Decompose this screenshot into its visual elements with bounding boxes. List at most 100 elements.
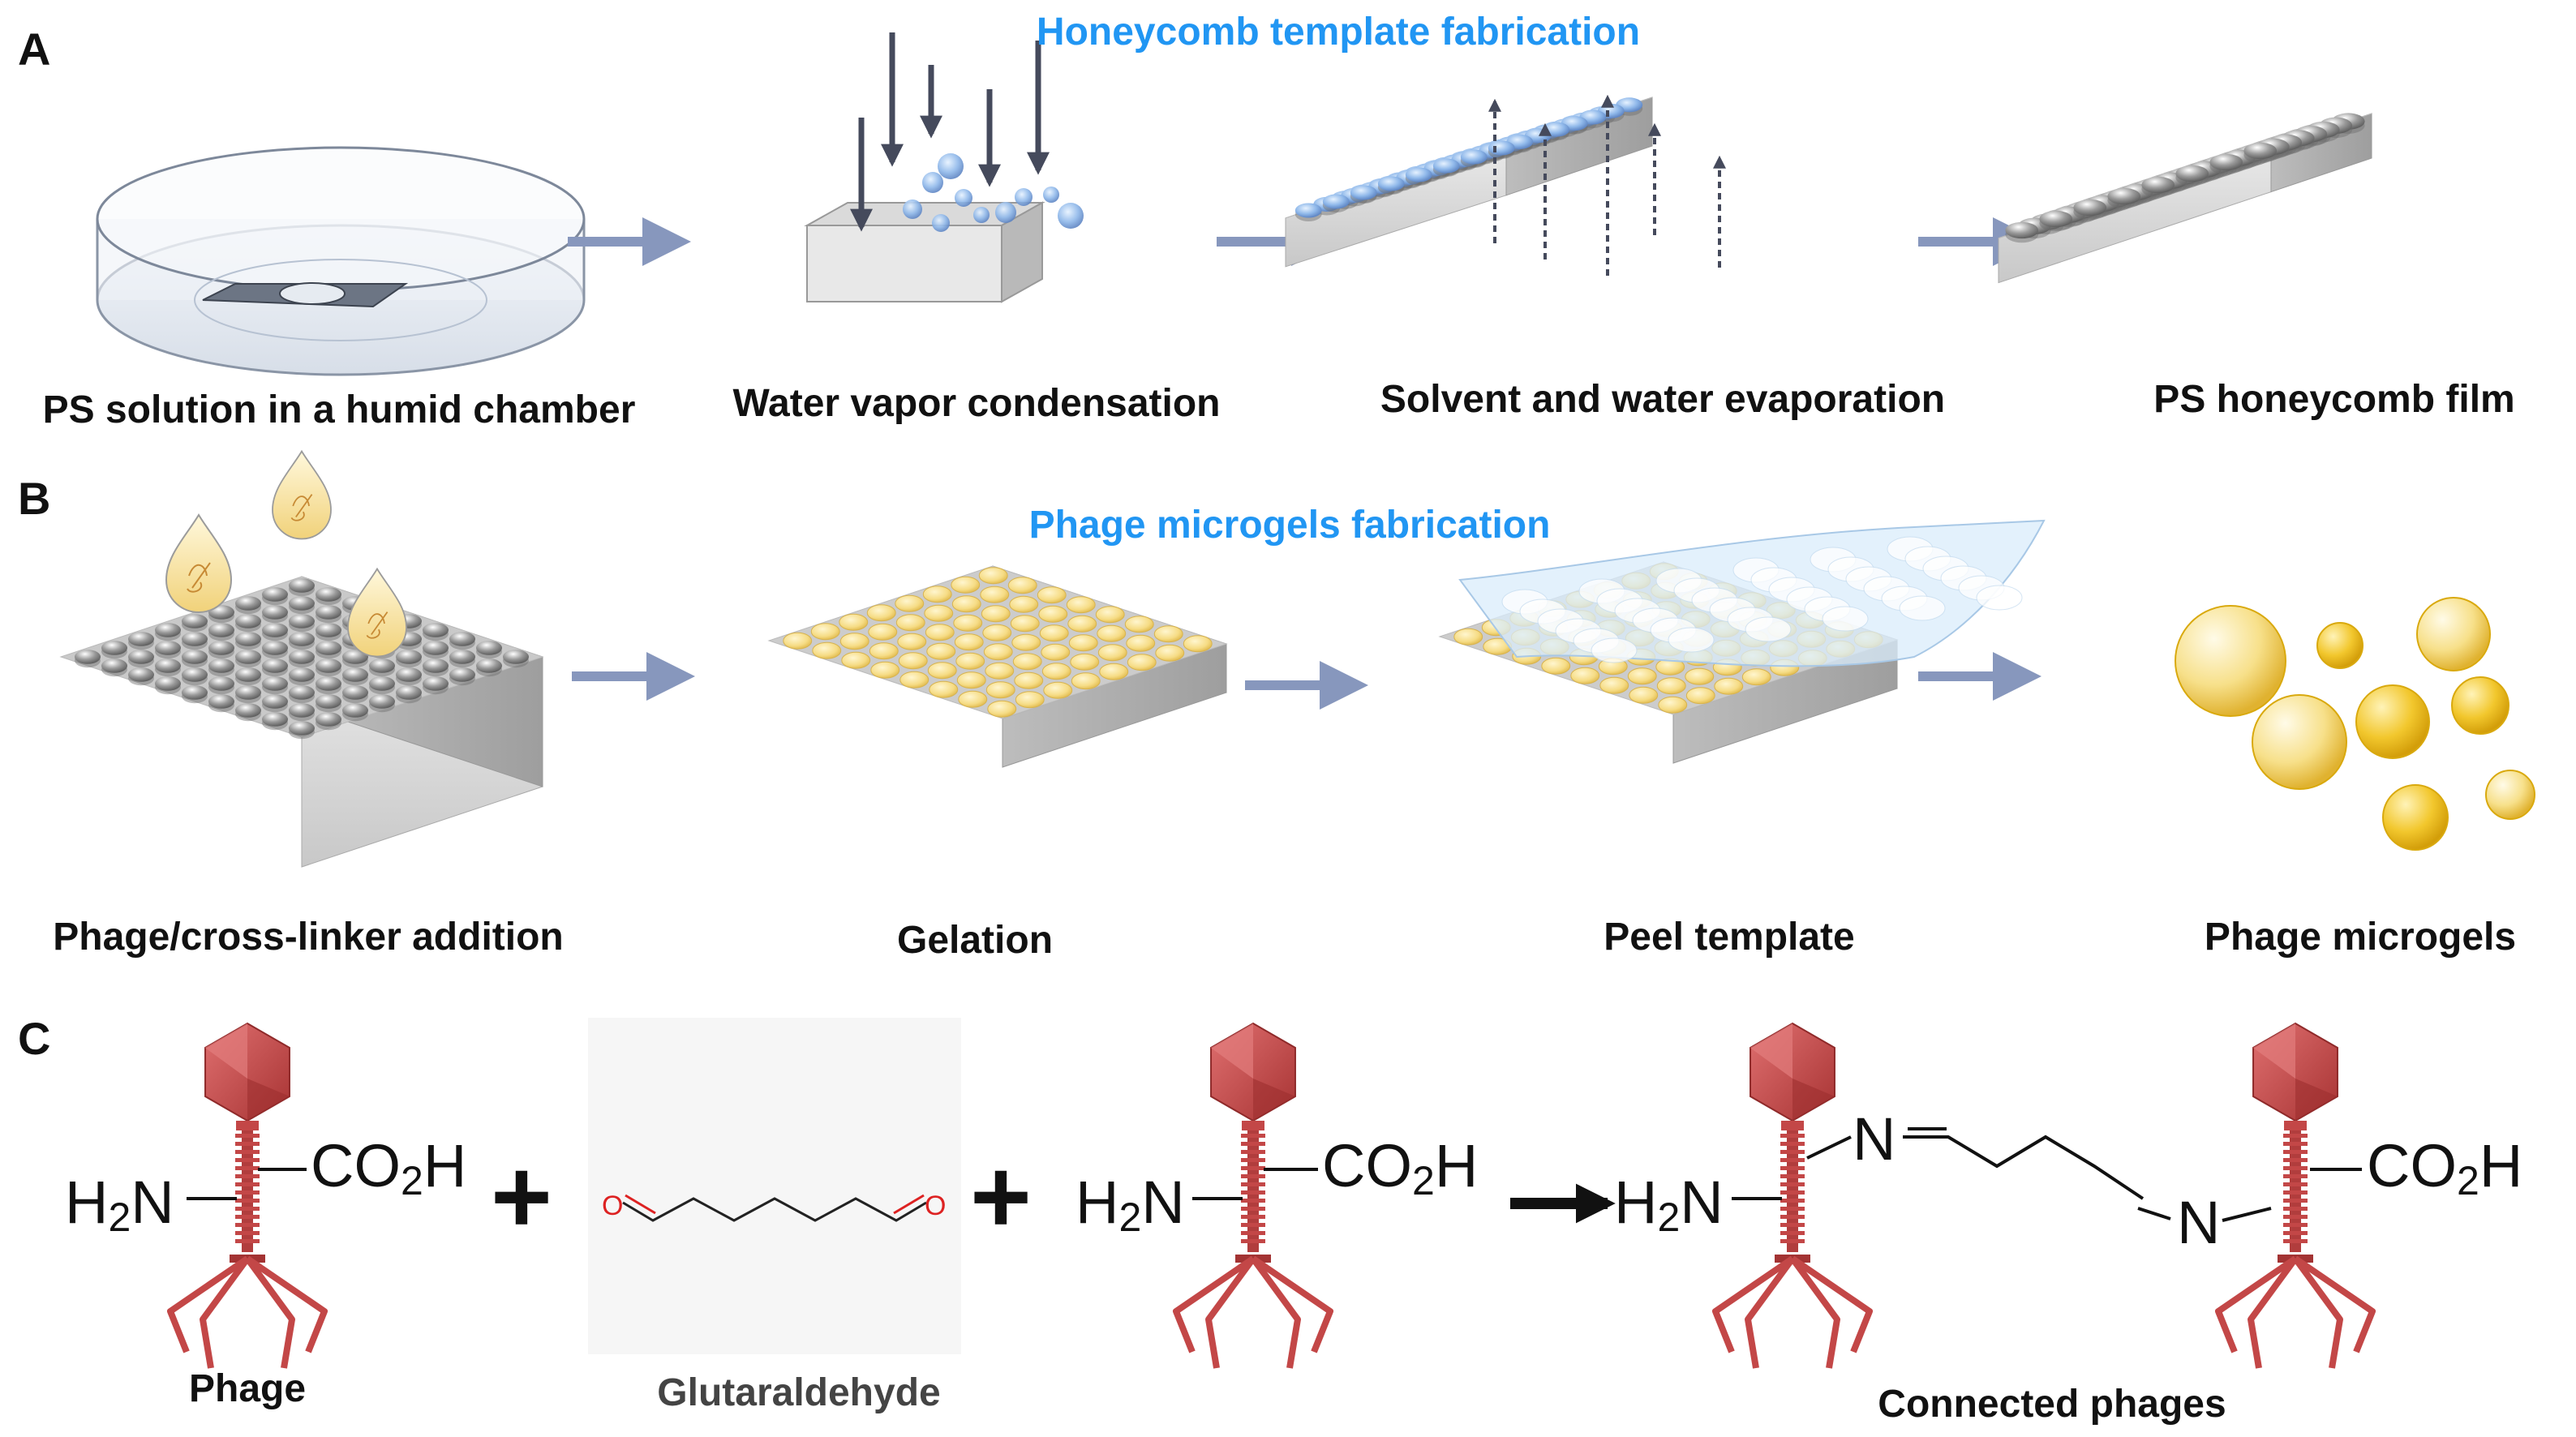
gelation-slab-cell xyxy=(1007,577,1037,594)
phage-3-tail-fiber xyxy=(1789,1256,1840,1369)
phage-4-tail-ring xyxy=(2283,1215,2308,1219)
gelation-slab-cell xyxy=(951,595,981,613)
evaporation-slab-cell xyxy=(1322,194,1350,209)
honeycomb-substrate-cell xyxy=(208,658,235,673)
phage-2-capsid-facet xyxy=(1210,1023,1253,1079)
gelation-slab-cell xyxy=(868,623,898,641)
gelation-slab-cell xyxy=(956,671,986,689)
phage-3-collar xyxy=(1781,1121,1804,1130)
ps-honeycomb-film-cell xyxy=(2209,153,2243,171)
phage-4-tail-ring xyxy=(2283,1190,2308,1195)
gelation-slab-top-face xyxy=(767,565,1228,719)
honeycomb-substrate-cell xyxy=(234,614,262,628)
water-droplet xyxy=(932,214,950,232)
gelation-slab-cell xyxy=(925,624,955,641)
peel-template-slab-cell xyxy=(1656,677,1686,695)
ps-honeycomb-film-cell xyxy=(2039,210,2073,228)
carbonyl-bond xyxy=(893,1194,925,1215)
gelation-slab-cell xyxy=(839,633,869,650)
phage-2-tail-fiber xyxy=(1250,1256,1301,1369)
honeycomb-substrate-cell xyxy=(315,658,342,673)
droplet-body xyxy=(272,449,332,540)
honeycomb-substrate-cell xyxy=(261,658,289,673)
evaporation-slab-cell xyxy=(1377,176,1405,191)
phage-microgel xyxy=(2175,605,2286,717)
phage-3-tail-ring xyxy=(1780,1239,1805,1243)
peel-template-slab-cell xyxy=(1453,628,1483,646)
aldehyde-oxygen-2: O xyxy=(925,1190,947,1221)
honeycomb-substrate-cell xyxy=(261,694,289,709)
evaporation-slab-cell xyxy=(1350,185,1377,200)
droplet-phages xyxy=(187,562,211,593)
honeycomb-substrate-cell xyxy=(208,623,235,637)
gelation-slab-cell xyxy=(1124,616,1154,633)
honeycomb-substrate-cell xyxy=(288,632,316,646)
honeycomb-substrate-cell xyxy=(101,641,128,655)
honeycomb-substrate-cell xyxy=(154,641,182,655)
honeycomb-substrate-cell xyxy=(234,650,262,664)
connected-phages-label: Connected phages xyxy=(1878,1383,2226,1426)
row-a-illustrations xyxy=(96,32,2372,376)
honeycomb-substrate-cell xyxy=(395,667,423,682)
gelation-slab-cell xyxy=(1097,644,1127,662)
gelation-slab-cell xyxy=(1009,595,1039,613)
honeycomb-substrate-cell xyxy=(315,605,342,620)
peel-template-slab-cell xyxy=(1570,667,1600,684)
phage-1-capsid-facet xyxy=(204,1023,247,1079)
honeycomb-substrate-cell xyxy=(341,703,369,718)
panel-label-a: A xyxy=(18,24,51,75)
honeycomb-substrate-cell xyxy=(502,650,530,664)
phage-2-tail-ring xyxy=(1241,1158,1265,1162)
panel-label-c: C xyxy=(18,1013,51,1064)
glutaraldehyde-background xyxy=(588,1018,961,1354)
honeycomb-substrate-cell xyxy=(288,614,316,628)
amine-group-1: H2N xyxy=(65,1169,174,1240)
gelation-slab-cell xyxy=(1066,596,1096,614)
carboxyl-group-1: CO2H xyxy=(311,1132,467,1203)
phage-4-tail-fiber xyxy=(2248,1256,2299,1369)
phage-1-tail-ring xyxy=(235,1166,260,1170)
honeycomb-substrate-cell xyxy=(475,658,503,673)
gelation-slab-cell xyxy=(839,613,869,631)
phage-1-tail-fiber xyxy=(245,1255,328,1353)
gelation-slab-cell xyxy=(955,652,985,670)
phage-3-tail-ring xyxy=(1780,1215,1805,1219)
phage-4-tail-ring xyxy=(2283,1158,2308,1162)
phage-1-tail-ring xyxy=(235,1215,260,1219)
water-droplet xyxy=(903,199,922,219)
honeycomb-substrate-cell xyxy=(315,587,342,602)
phage-4-collar xyxy=(2284,1121,2307,1130)
water-droplet xyxy=(955,189,972,207)
phage-1-tail-ring xyxy=(235,1158,260,1162)
evaporation-slab-cell xyxy=(1460,149,1488,165)
row-b-illustrations xyxy=(59,449,2535,868)
gelation-slab-cell xyxy=(895,594,925,612)
gelation-slab-cell xyxy=(985,662,1015,680)
honeycomb-substrate-cell xyxy=(288,596,316,611)
honeycomb-substrate-cell xyxy=(368,676,396,691)
phage-1 xyxy=(167,1022,328,1369)
gelation-slab-cell xyxy=(924,604,954,622)
row-a-step-2-label: Water vapor condensation xyxy=(732,382,1221,425)
water-droplet xyxy=(1015,188,1033,206)
chemical-bond xyxy=(2222,1207,2272,1222)
peeled-template xyxy=(1458,519,2046,667)
template-hole xyxy=(1591,637,1638,663)
template-hole xyxy=(1745,616,1792,642)
honeycomb-substrate-cell xyxy=(288,721,316,736)
row-b-step-4-label: Phage microgels xyxy=(2204,916,2517,959)
imine-nitrogen-2: N xyxy=(2177,1189,2221,1256)
phage-4-tail-ring xyxy=(2283,1166,2308,1170)
phage-4-capsid-facet xyxy=(2295,1079,2338,1121)
phage-2-tail-fiber xyxy=(1173,1255,1256,1353)
honeycomb-substrate-cell xyxy=(449,667,476,682)
phage-microgel xyxy=(2316,622,2363,669)
water-droplet xyxy=(973,207,990,223)
evaporation-slab-cell xyxy=(1432,158,1460,174)
peel-template-slab-cell xyxy=(1627,667,1657,685)
phage-1-tail-ring xyxy=(235,1134,260,1138)
honeycomb-substrate-cell xyxy=(422,676,449,691)
phage-2-tail-ring xyxy=(1241,1134,1265,1138)
panel-label-b: B xyxy=(18,473,51,524)
